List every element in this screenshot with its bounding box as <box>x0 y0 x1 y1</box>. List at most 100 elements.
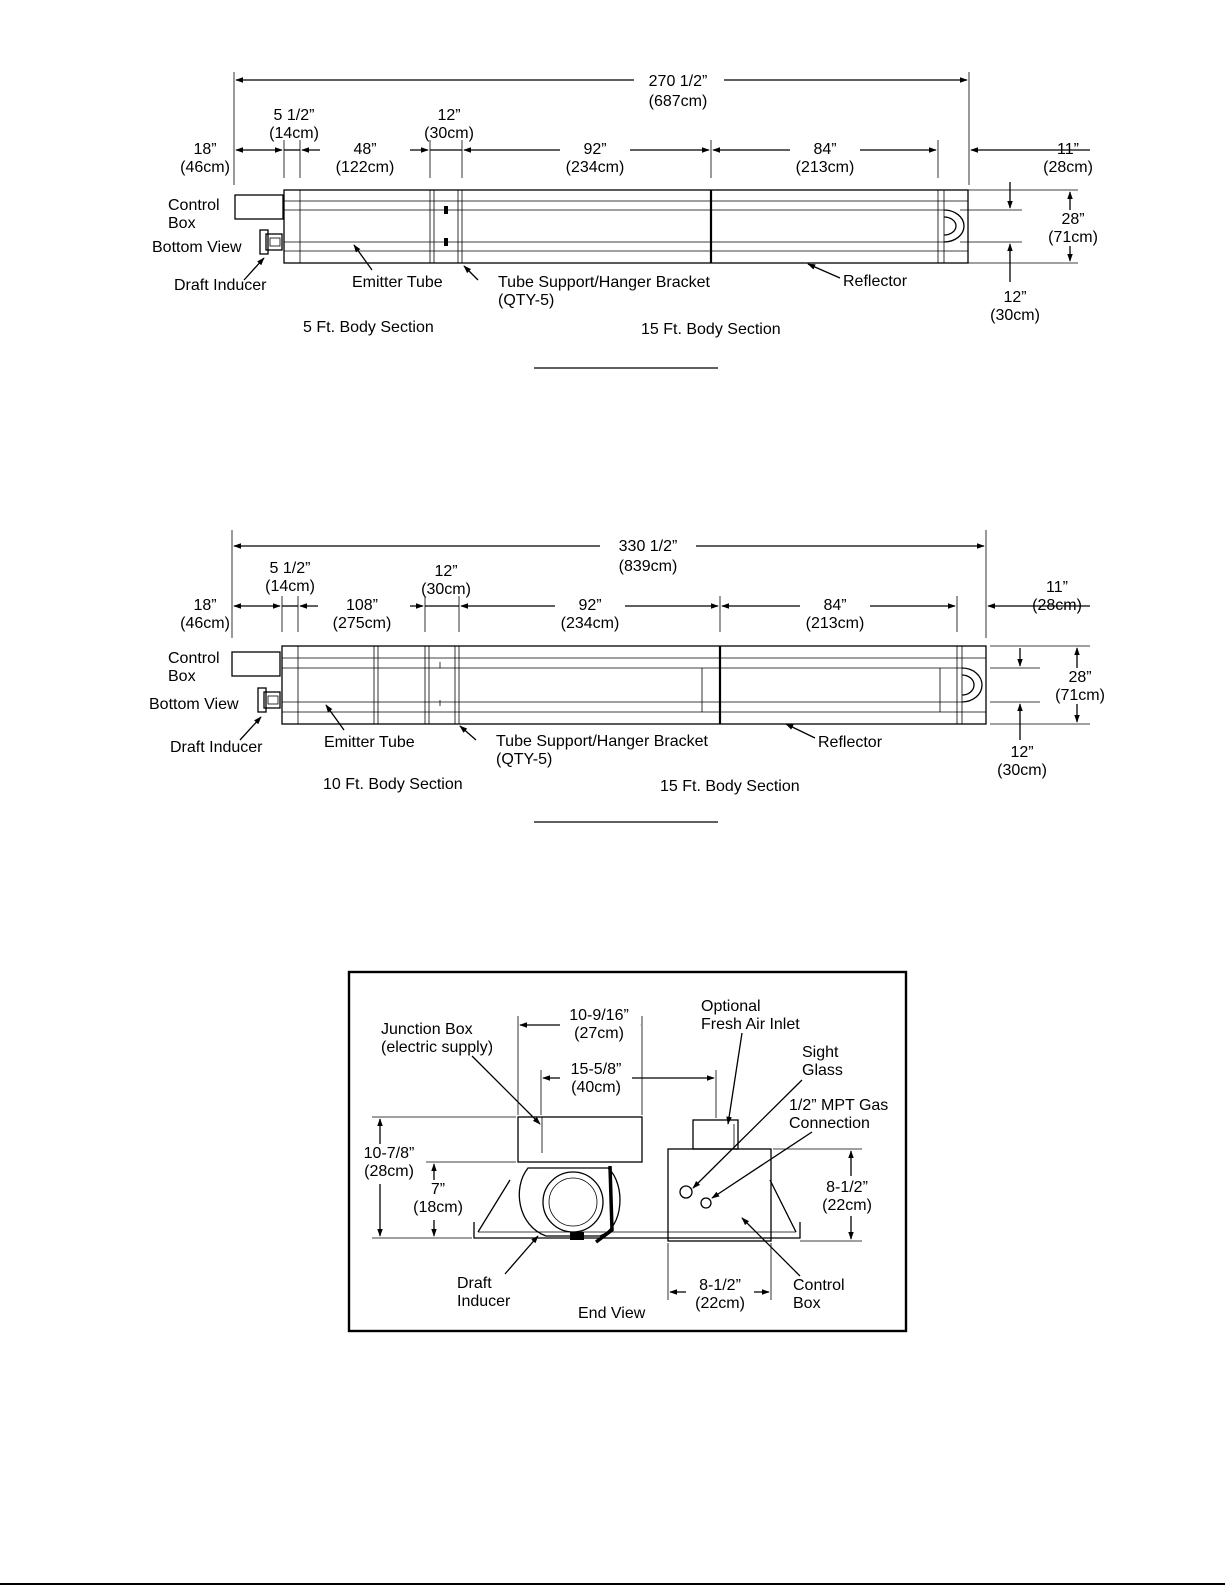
heater-body <box>283 189 969 264</box>
dim-28-cm: (71cm) <box>1048 229 1098 246</box>
extension-lines <box>231 530 1090 725</box>
dim-92-in: 92” <box>583 141 606 158</box>
dim-12b-cm: (30cm) <box>990 307 1040 324</box>
heater-body <box>281 645 987 725</box>
dim-8-5-bottom-cm: (22cm) <box>695 1295 745 1312</box>
dim-7-in: 7” <box>431 1181 445 1198</box>
dim-18-in: 18” <box>193 141 216 158</box>
dim-8-5-right-in: 8-1/2” <box>826 1179 868 1196</box>
dim-5-5-cm: (14cm) <box>265 578 315 595</box>
draft-inducer-label: Draft Inducer <box>170 739 263 756</box>
sight-glass-label-2: Glass <box>802 1062 843 1079</box>
dim-84-cm: (213cm) <box>806 615 865 632</box>
dim-92-cm: (234cm) <box>561 615 620 632</box>
dim-11-cm: (28cm) <box>1043 159 1093 176</box>
dim-10-7-8-cm: (28cm) <box>364 1163 414 1180</box>
dim-5-5-in: 5 1/2” <box>274 107 315 124</box>
dim-11-in: 11” <box>1046 579 1068 596</box>
top-diagram-2: 330 1/2” (839cm) 18” (46cm) 5 1/2” (14cm… <box>149 530 1106 823</box>
section-b-label: 15 Ft. Body Section <box>660 778 800 795</box>
draft-inducer-label-1: Draft <box>457 1275 492 1292</box>
control-box-label-2: Box <box>793 1295 821 1312</box>
optional-inlet-label-1: Optional <box>701 998 761 1015</box>
control-box-label-1: Control <box>168 197 220 214</box>
dim-48-cm: (122cm) <box>336 159 395 176</box>
dim-28-in: 28” <box>1068 669 1091 686</box>
dim-84-cm: (213cm) <box>796 159 855 176</box>
control-box-label-1: Control <box>793 1277 845 1294</box>
draft-inducer-shape <box>259 229 283 255</box>
junction-box-label-1: Junction Box <box>381 1021 473 1038</box>
tube-support-label-2: (QTY-5) <box>498 292 554 309</box>
optional-inlet-label-2: Fresh Air Inlet <box>701 1016 800 1033</box>
dim-8-5-right-cm: (22cm) <box>822 1197 872 1214</box>
dim-12b-in: 12” <box>1010 744 1033 761</box>
dim-total-cm: (687cm) <box>649 93 708 110</box>
dim-11-cm: (28cm) <box>1032 597 1082 614</box>
dim-12-cm: (30cm) <box>421 581 471 598</box>
fresh-air-inlet-shape <box>692 1119 739 1150</box>
dim-10-7-8-in: 10-7/8” <box>364 1145 415 1162</box>
dim-12-in: 12” <box>437 107 460 124</box>
dim-92-cm: (234cm) <box>566 159 625 176</box>
dim-5-5-in: 5 1/2” <box>270 560 311 577</box>
draft-inducer-label-2: Inducer <box>457 1293 511 1310</box>
end-view-diagram: Junction Box (electric supply) 10-9/16” … <box>347 970 908 1333</box>
dim-8-5-bottom-in: 8-1/2” <box>699 1277 741 1294</box>
reflector-label: Reflector <box>843 273 908 290</box>
dim-18-cm: (46cm) <box>180 615 230 632</box>
dim-18-cm: (46cm) <box>180 159 230 176</box>
dim-12b-cm: (30cm) <box>997 762 1047 779</box>
draft-inducer-label: Draft Inducer <box>174 277 267 294</box>
control-box-label-2: Box <box>168 215 196 232</box>
dim-28-in: 28” <box>1061 211 1084 228</box>
tube-support-label-1: Tube Support/Hanger Bracket <box>498 274 711 291</box>
dim-84-in: 84” <box>813 141 836 158</box>
control-box-label-2: Box <box>168 668 196 685</box>
sight-glass-shape <box>679 1185 693 1199</box>
tube-support-label-1: Tube Support/Hanger Bracket <box>496 733 709 750</box>
dim-48-in: 48” <box>353 141 376 158</box>
top-diagram-1: 270 1/2” (687cm) 18” (46cm) 5 1/2” (14cm… <box>152 70 1098 369</box>
bottom-view-label: Bottom View <box>152 239 242 256</box>
dim-12-in: 12” <box>434 563 457 580</box>
end-view-frame <box>347 970 908 1333</box>
dim-28-cm: (71cm) <box>1055 687 1105 704</box>
dim-12b-in: 12” <box>1003 289 1026 306</box>
reflector-label: Reflector <box>818 734 883 751</box>
dim-total-in: 270 1/2” <box>649 73 708 90</box>
reflector-profile <box>473 1222 801 1239</box>
dim-15-5-8-in: 15-5/8” <box>571 1061 622 1078</box>
junction-box-shape <box>517 1116 643 1163</box>
control-box-shape <box>234 194 284 220</box>
dim-10-9-16-cm: (27cm) <box>574 1025 624 1042</box>
emitter-tube-label: Emitter Tube <box>324 734 415 751</box>
sight-glass-label-1: Sight <box>802 1044 839 1061</box>
draft-inducer-shape <box>518 1165 621 1244</box>
dim-84-in: 84” <box>823 597 846 614</box>
section-b-label: 15 Ft. Body Section <box>641 321 781 338</box>
dim-92-in: 92” <box>578 597 601 614</box>
bottom-view-label: Bottom View <box>149 696 239 713</box>
gas-connection-label-1: 1/2” MPT Gas <box>789 1097 888 1114</box>
gas-connection-shape <box>700 1197 712 1209</box>
extension-lines <box>233 72 1078 264</box>
dim-5-5-cm: (14cm) <box>269 125 319 142</box>
emitter-tube-label: Emitter Tube <box>352 274 443 291</box>
control-box-shape <box>667 1148 772 1242</box>
dim-11-in: 11” <box>1057 141 1079 158</box>
dim-15-5-8-cm: (40cm) <box>571 1079 621 1096</box>
section-a-label: 10 Ft. Body Section <box>323 776 463 793</box>
gas-connection-label-2: Connection <box>789 1115 870 1132</box>
dim-18-in: 18” <box>193 597 216 614</box>
dim-108-cm: (275cm) <box>333 615 392 632</box>
dim-total-cm: (839cm) <box>619 558 678 575</box>
dim-12-cm: (30cm) <box>424 125 474 142</box>
end-view-label: End View <box>578 1305 646 1322</box>
dim-10-9-16-in: 10-9/16” <box>569 1007 629 1024</box>
draft-inducer-shape <box>257 687 281 713</box>
dim-total-in: 330 1/2” <box>619 538 678 555</box>
control-box-label-1: Control <box>168 650 220 667</box>
dim-108-in: 108” <box>346 597 378 614</box>
